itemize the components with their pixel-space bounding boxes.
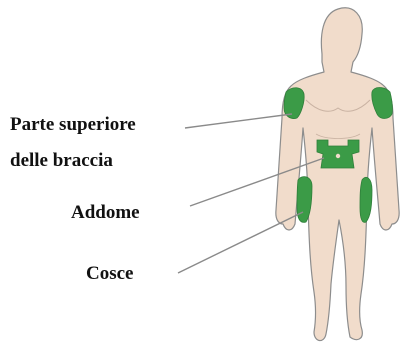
pointer-line-thighs [178, 212, 303, 273]
label-upper-arms-line1: Parte superiore [10, 114, 136, 136]
label-upper-arms-line2: delle braccia [10, 150, 113, 172]
body-silhouette [276, 8, 399, 341]
label-thighs: Cosce [86, 263, 133, 285]
label-abdomen: Addome [71, 202, 140, 224]
navel-icon [336, 154, 340, 158]
pointer-line-upper-arms [185, 114, 292, 128]
injection-site-right-thigh [360, 177, 372, 222]
